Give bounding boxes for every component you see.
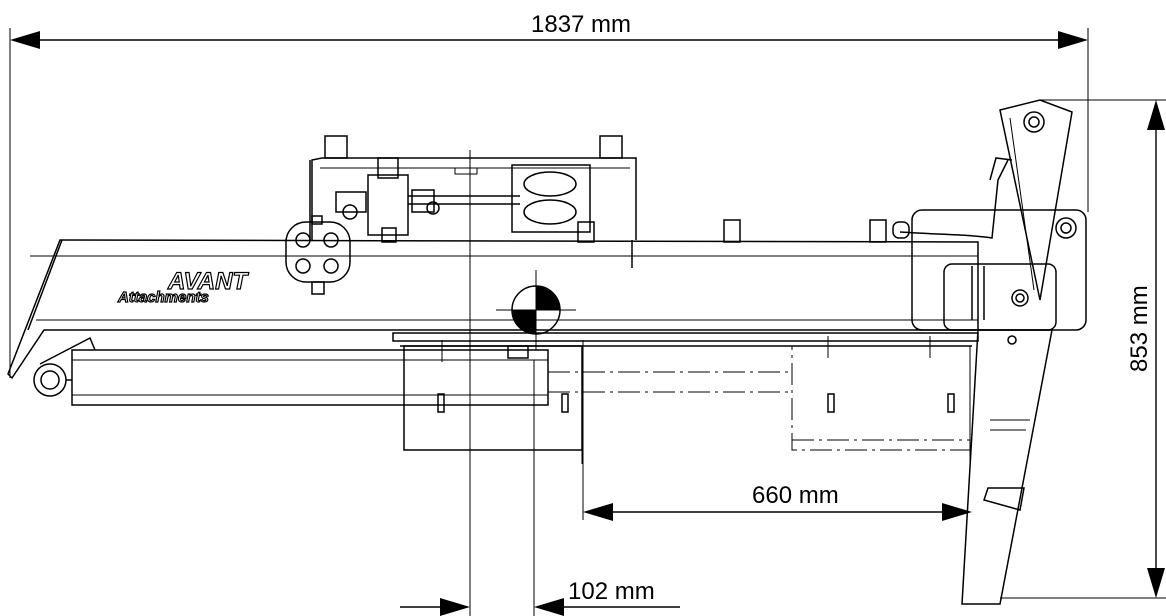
avant-logo: AVANT Attachments bbox=[116, 267, 250, 306]
dimension-side-shift: 660 mm bbox=[582, 340, 972, 521]
mounting-bracket bbox=[899, 99, 1087, 605]
dimension-center-offset: 102 mm bbox=[400, 150, 680, 616]
logo-line2: Attachments bbox=[117, 289, 209, 306]
center-offset-label: 102 mm bbox=[568, 578, 655, 605]
rotary-coupling bbox=[285, 215, 351, 295]
side-shift-label: 660 mm bbox=[752, 482, 839, 509]
logo-brand: AVANT bbox=[167, 268, 249, 295]
dimension-overall-length: 1837 mm bbox=[9, 11, 1089, 378]
boom-arm bbox=[7, 239, 979, 406]
mower-deck bbox=[392, 332, 979, 464]
height-label: 853 mm bbox=[1126, 285, 1153, 372]
dimension-height: 853 mm bbox=[1000, 99, 1166, 599]
beam-mounts bbox=[577, 219, 910, 243]
valve-block bbox=[309, 135, 637, 268]
center-of-gravity-mark bbox=[496, 270, 576, 350]
overall-length-label: 1837 mm bbox=[531, 11, 631, 38]
